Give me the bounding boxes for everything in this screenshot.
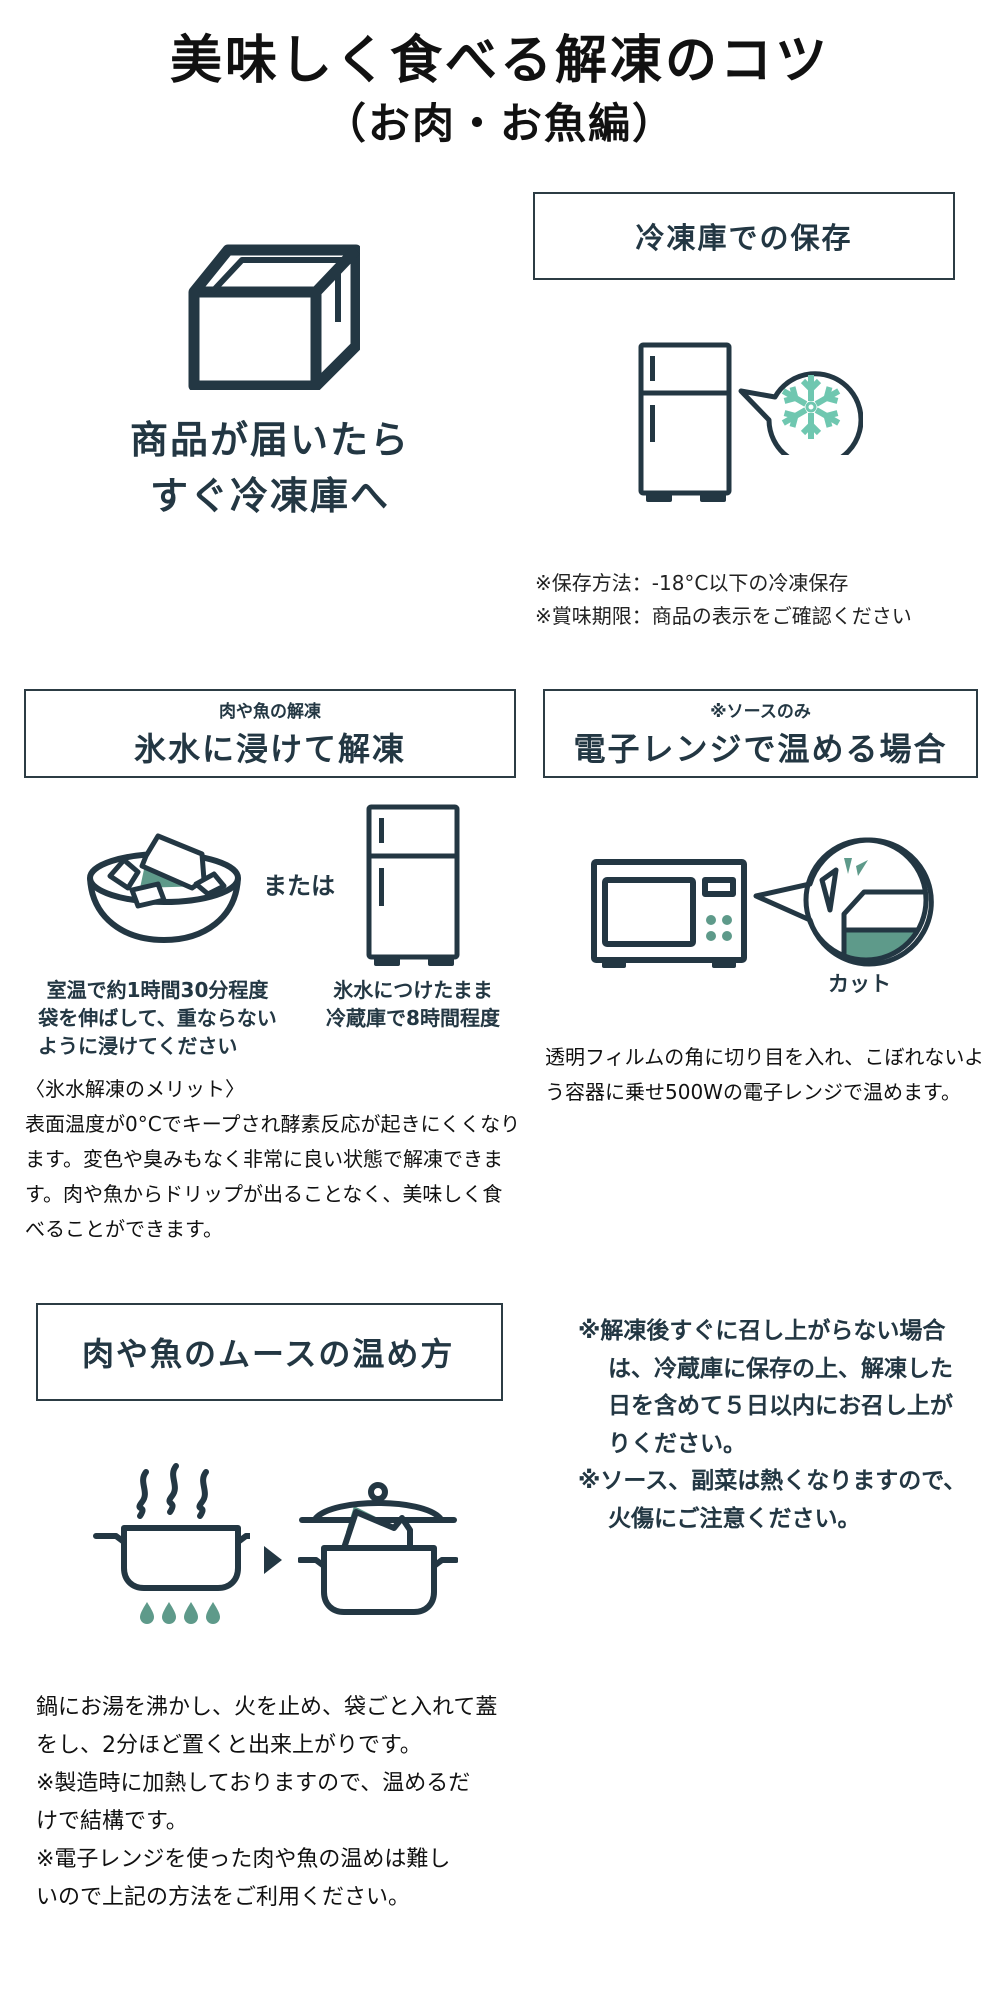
refrigerator-icon: [638, 342, 732, 504]
room-temp-caption: 室温で約1時間30分程度 袋を伸ばして、重ならない ように浸けてください: [30, 976, 285, 1060]
page-subtitle: （お肉・お魚編）: [323, 99, 676, 148]
instruction-line: ※製造時に加熱しておりますので、温めるだ: [36, 1771, 471, 1796]
cardboard-box-icon: [188, 242, 360, 390]
instruction-line: けで結構です。: [36, 1809, 188, 1834]
caption-line: 袋を伸ばして、重ならない: [38, 1006, 277, 1030]
ice-water-heading: 氷水に浸けて解凍: [133, 730, 406, 768]
warning-after-thaw: ※解凍後すぐに召し上がらない場合は、冷蔵庫に保存の上、解凍した日を含めて５日以内…: [578, 1318, 953, 1457]
snowflake-bubble-icon: [733, 355, 863, 455]
storage-method-note: ※保存方法：-18°C以下の冷凍保存: [535, 571, 849, 595]
freezer-storage-heading: 冷凍庫での保存: [635, 221, 853, 255]
freezer-notes: ※保存方法：-18°C以下の冷凍保存 ※賞味期限：商品の表示をご確認ください: [535, 567, 912, 633]
merit-text: 表面温度が0°Cでキープされ酵素反応が起きにくくなります。変色や臭みもなく非常に…: [25, 1112, 521, 1241]
microwave-icon: [590, 858, 748, 972]
microwave-heading-sub: ※ソースのみ: [710, 702, 811, 722]
warning-burn: ※ソース、副菜は熱くなりますので、火傷にご注意ください。: [578, 1468, 967, 1532]
page-title: 美味しく食べる解凍のコツ: [169, 31, 830, 91]
fridge-caption: 氷水につけたまま 冷蔵庫で8時間程度: [308, 976, 518, 1032]
instruction-line: をし、2分ほど置くと出来上がりです。: [36, 1733, 422, 1758]
cut-label: カット: [828, 972, 891, 996]
mousse-heading: 肉や魚のムースの温め方: [82, 1335, 455, 1373]
ice-water-heading-sub: 肉や魚の解凍: [219, 702, 321, 722]
best-before-note: ※賞味期限：商品の表示をご確認ください: [535, 604, 912, 628]
delivery-message: 商品が届いたら すぐ冷凍庫へ: [60, 412, 480, 524]
mousse-instructions: 鍋にお湯を沸かし、火を止め、袋ごと入れて蓋 をし、2分ほど置くと出来上がりです。…: [36, 1689, 526, 1917]
delivery-line-2: すぐ冷凍庫へ: [149, 474, 390, 518]
arrow-right-icon: [263, 1545, 283, 1575]
microwave-heading: 電子レンジで温める場合: [573, 730, 948, 768]
warnings: ※解凍後すぐに召し上がらない場合は、冷蔵庫に保存の上、解凍した日を含めて５日以内…: [578, 1313, 973, 1538]
microwave-heading-box: ※ソースのみ 電子レンジで温める場合: [543, 689, 978, 778]
microwave-instructions: 透明フィルムの角に切り目を入れ、こぼれないよう容器に乗せ500Wの電子レンジで温…: [545, 1045, 984, 1104]
lidded-pot-icon: [298, 1482, 458, 1617]
mousse-heading-box: 肉や魚のムースの温め方: [36, 1303, 503, 1401]
caption-line: ように浸けてください: [38, 1034, 238, 1058]
refrigerator-icon: [366, 804, 460, 968]
merit-title: 〈氷水解凍のメリット〉: [25, 1077, 245, 1101]
ice-water-heading-box: 肉や魚の解凍 氷水に浸けて解凍: [24, 689, 516, 778]
instruction-line: 鍋にお湯を沸かし、火を止め、袋ごと入れて蓋: [36, 1695, 498, 1720]
ice-water-merits: 〈氷水解凍のメリット〉 表面温度が0°Cでキープされ酵素反応が起きにくくなります…: [25, 1072, 522, 1247]
caption-line: 冷蔵庫で8時間程度: [326, 1006, 500, 1030]
instruction-line: ※電子レンジを使った肉や魚の温めは難し: [36, 1847, 451, 1872]
or-label: または: [263, 872, 335, 900]
boiling-pot-icon: [90, 1460, 250, 1625]
freezer-storage-heading-box: 冷凍庫での保存: [533, 192, 955, 280]
cut-corner-bubble-icon: [752, 834, 934, 970]
instruction-line: いので上記の方法をご利用ください。: [36, 1885, 411, 1910]
caption-line: 室温で約1時間30分程度: [46, 978, 269, 1002]
caption-line: 氷水につけたまま: [333, 978, 493, 1002]
delivery-line-1: 商品が届いたら: [129, 418, 410, 462]
ice-bowl-icon: [84, 826, 244, 944]
